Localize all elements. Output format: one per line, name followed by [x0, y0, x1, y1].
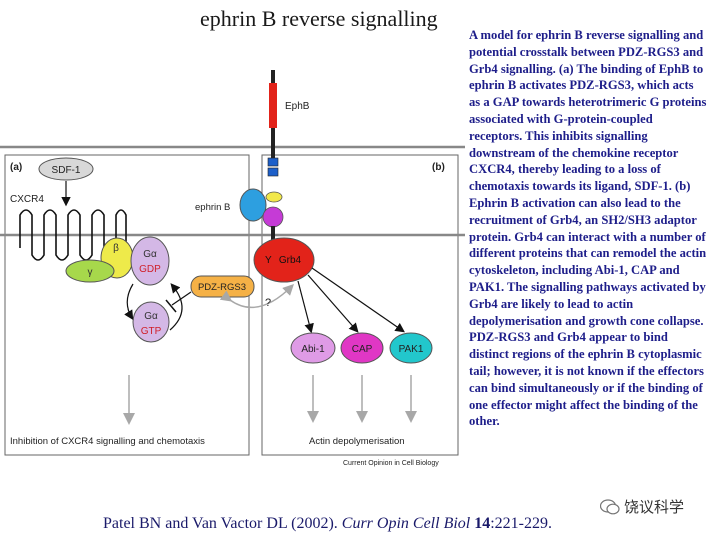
grb4-to-pak1-arrow	[311, 267, 405, 333]
panel-b-footer: Actin depolymerisation	[309, 436, 405, 447]
ephb-blue-domain-1	[267, 157, 279, 167]
ephb-yellow-domain	[265, 191, 283, 203]
pdz-rgs3-inhibit-bar	[165, 299, 177, 313]
citation: Patel BN and Van Vactor DL (2002). Curr …	[103, 515, 552, 533]
sdf1-node	[38, 157, 94, 181]
abi1-label: Abi-1	[301, 344, 325, 355]
citation-authors: Patel BN and Van Vactor DL (2002).	[103, 515, 338, 532]
abi1-node	[290, 332, 336, 364]
gtp-label: GTP	[141, 326, 162, 337]
crosstalk-arrow	[219, 284, 294, 309]
sdf1-label: SDF-1	[52, 165, 81, 176]
citation-volume: 14	[474, 515, 491, 532]
ephrin-b-tail	[271, 226, 275, 240]
ephrin-b-node	[239, 188, 267, 222]
g-alpha-gtp	[132, 301, 170, 343]
ephb-blue-domain-2	[267, 167, 279, 177]
pak1-node	[389, 332, 433, 364]
cap-node	[340, 332, 384, 364]
panel-a-footer: Inhibition of CXCR4 signalling and chemo…	[10, 436, 205, 447]
ephb-purple-domain	[262, 206, 284, 228]
g-gamma-subunit	[65, 259, 115, 283]
ephb-extracellular	[269, 83, 277, 128]
g-beta-label: β	[113, 243, 119, 254]
grb4-to-cap-arrow	[307, 274, 359, 333]
cxcr4-label: CXCR4	[10, 194, 44, 205]
panel-b-label: (b)	[432, 162, 445, 173]
ephrin-b-label: ephrin B	[195, 202, 230, 213]
pdz-rgs3-inhibit	[171, 291, 192, 306]
grb4-to-abi1-arrow	[297, 280, 314, 334]
g-alpha-gdp	[130, 236, 170, 286]
gdp-label: GDP	[139, 264, 161, 275]
ephb-transmembrane	[271, 128, 275, 158]
grb4-node	[253, 237, 315, 283]
pdz-rgs3-label: PDZ-RGS3	[198, 282, 246, 293]
slide-title: ephrin B reverse signalling	[200, 6, 438, 31]
y-label: Y	[265, 255, 272, 266]
g-gamma-label: γ	[88, 267, 93, 278]
watermark: 饶议科学	[600, 496, 684, 517]
citation-journal: Curr Opin Cell Biol	[341, 515, 471, 532]
panel-a-label: (a)	[10, 162, 22, 173]
ephb-stem	[271, 70, 275, 84]
ephb-label: EphB	[285, 101, 310, 112]
journal-tag: Current Opinion in Cell Biology	[343, 460, 439, 467]
crosstalk-question: ?	[265, 297, 271, 309]
panel-b-box	[261, 154, 459, 456]
g-alpha-top-label: Gα	[143, 249, 157, 260]
citation-pages: :221-229.	[490, 515, 553, 532]
g-alpha-bottom-label: Gα	[144, 311, 158, 322]
watermark-text: 饶议科学	[624, 498, 685, 516]
pak1-label: PAK1	[399, 344, 424, 355]
panel-a-box	[4, 154, 250, 456]
gdp-to-gtp-arrow	[124, 283, 134, 321]
cap-label: CAP	[352, 344, 373, 355]
grb4-label: Grb4	[279, 255, 302, 266]
wechat-logo-icon	[600, 499, 620, 515]
gtp-to-gdp-arrow	[169, 283, 183, 331]
figure-caption: A model for ephrin B reverse signalling …	[469, 28, 707, 429]
